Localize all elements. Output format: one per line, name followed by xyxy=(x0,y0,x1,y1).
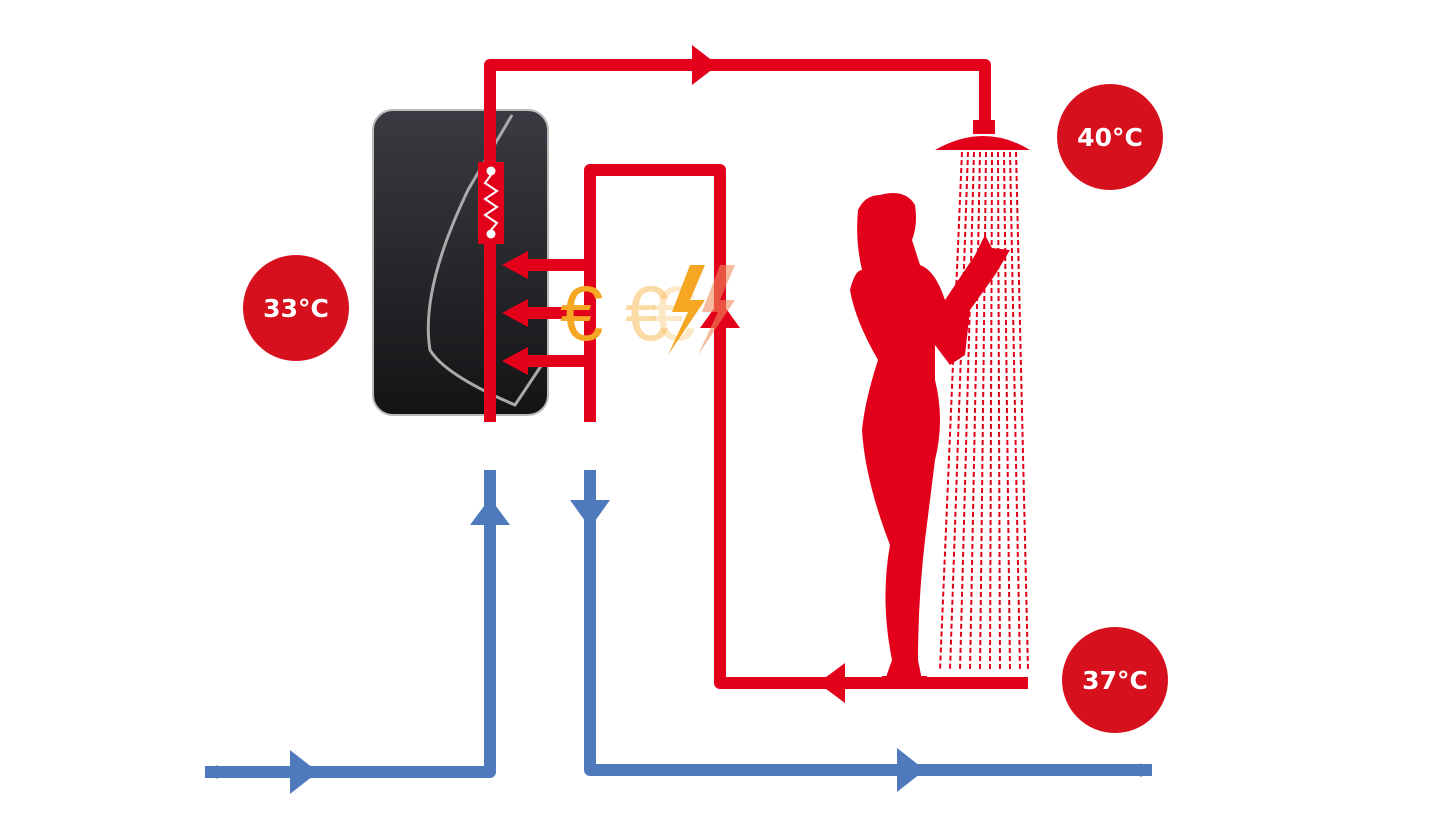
svg-text:40°C: 40°C xyxy=(1077,123,1143,152)
temp-badge-heater: 33°C xyxy=(243,255,349,361)
svg-text:€: € xyxy=(625,269,668,357)
heat-transfer-arrows xyxy=(502,251,528,375)
hot-water-pipes xyxy=(484,59,1028,689)
energy-cost-icon: € € €€€ € xyxy=(560,265,735,357)
lightning-icon xyxy=(668,265,705,355)
svg-text:€: € xyxy=(560,269,603,357)
svg-text:37°C: 37°C xyxy=(1082,666,1148,695)
shower-spray xyxy=(939,151,1029,671)
temp-badge-shower: 40°C xyxy=(1057,84,1163,190)
heating-element-icon xyxy=(478,162,504,244)
svg-text:33°C: 33°C xyxy=(263,294,329,323)
person-showering-icon xyxy=(850,192,1010,681)
temp-badge-drain: 37°C xyxy=(1062,627,1168,733)
shower-head-icon xyxy=(935,120,1030,150)
